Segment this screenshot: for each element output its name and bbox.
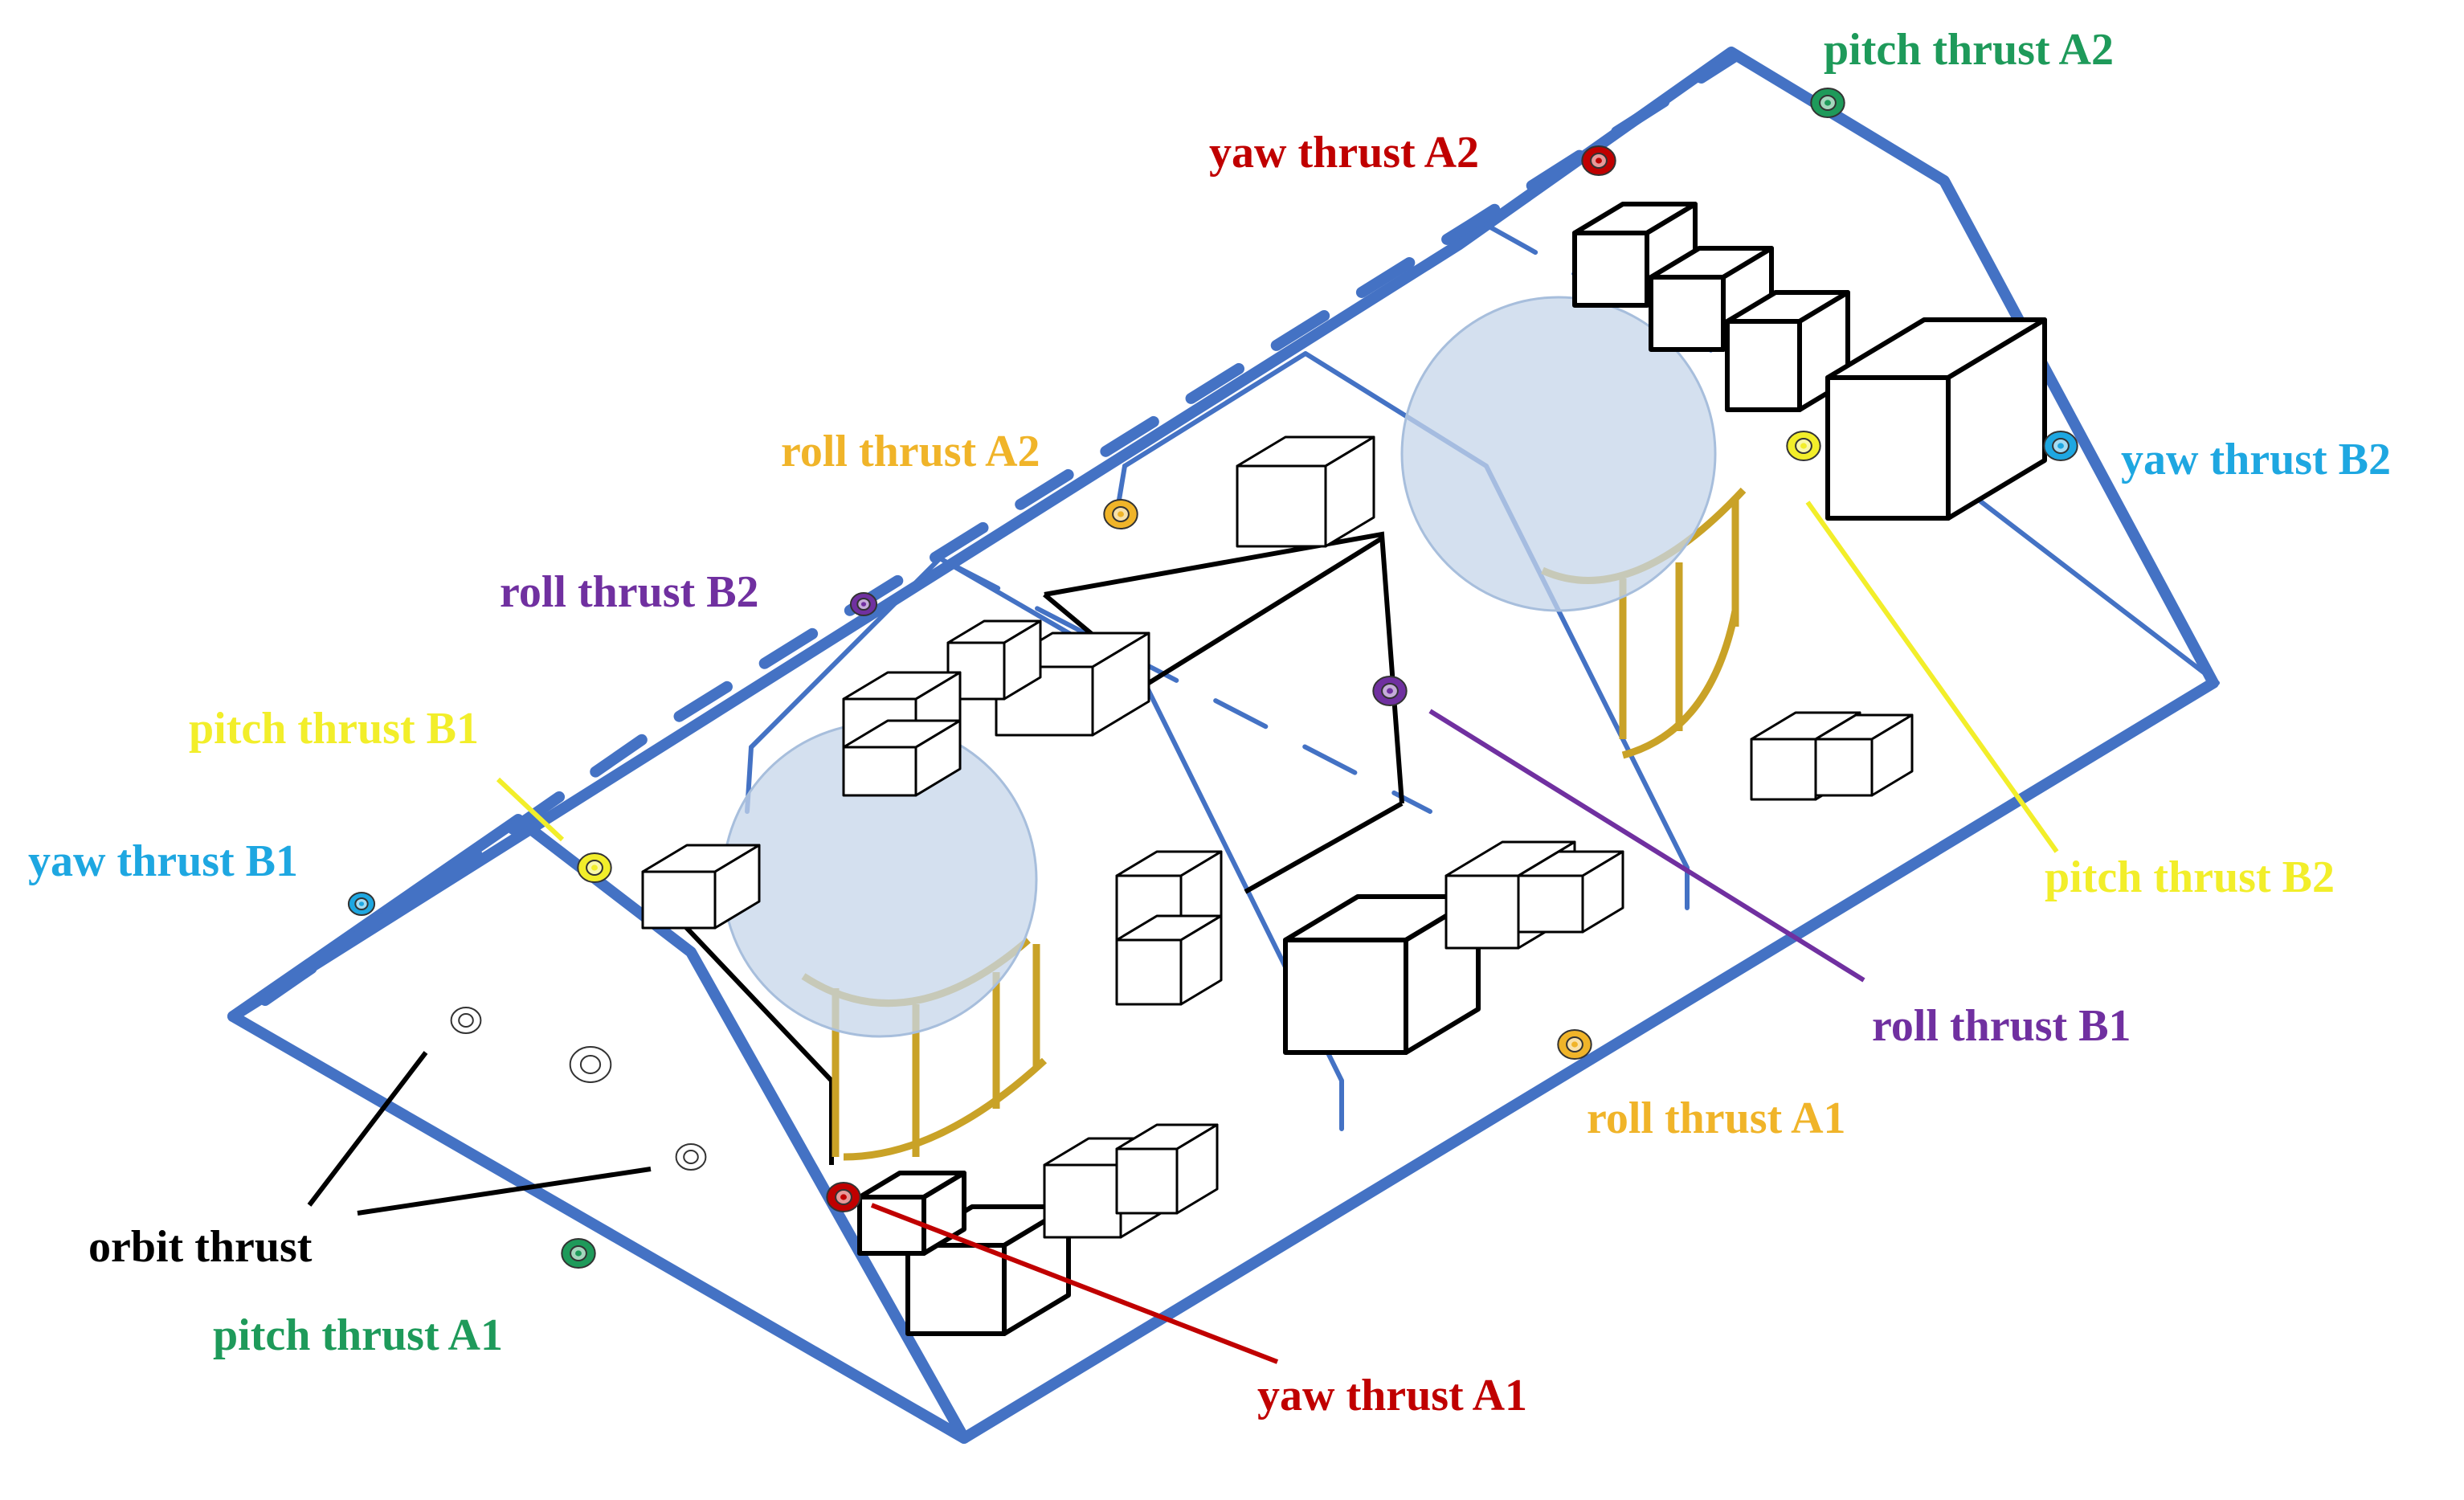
label-roll-thrust-a1: roll thrust A1 <box>1587 1093 1846 1143</box>
label-yaw-thrust-a1: yaw thrust A1 <box>1257 1371 1527 1420</box>
thruster-pitch-a1 <box>561 1238 596 1269</box>
thruster-yaw-b2 <box>2043 431 2078 461</box>
leader-orbit-2 <box>357 1167 652 1216</box>
thruster-pitch-a2 <box>1810 88 1845 118</box>
label-pitch-thrust-a2: pitch thrust A2 <box>1824 25 2114 75</box>
box-bottom-2 <box>857 1171 966 1256</box>
box-stack-4 <box>1115 914 1223 1006</box>
leader-lines <box>307 501 2059 1364</box>
thruster-orbit-center <box>569 1046 612 1083</box>
box-left-1 <box>641 844 761 930</box>
spacecraft-frame <box>227 47 2220 1444</box>
thruster-roll-b2 <box>849 592 878 616</box>
tank-right <box>1400 296 1747 759</box>
thruster-markers <box>347 88 2078 1269</box>
labels: pitch thrust A2 yaw thrust A2 yaw thrust… <box>28 25 2391 1420</box>
label-orbit-thrust: orbit thrust <box>88 1222 313 1272</box>
thruster-yaw-a1 <box>826 1182 861 1212</box>
thruster-orbit-2 <box>675 1143 707 1171</box>
label-roll-thrust-b2: roll thrust B2 <box>500 567 759 617</box>
box-stack-2 <box>842 719 962 797</box>
label-pitch-thrust-a1: pitch thrust A1 <box>213 1310 503 1360</box>
leader-orbit-1 <box>307 1051 428 1207</box>
box-upper-3 <box>1236 435 1375 548</box>
thruster-orbit-1 <box>450 1007 482 1034</box>
leader-yaw-a1 <box>870 1203 1279 1364</box>
thruster-roll-a2 <box>1103 499 1138 529</box>
box-large-right <box>1825 317 2047 521</box>
label-roll-thrust-a2: roll thrust A2 <box>781 427 1040 476</box>
thruster-pitch-b1 <box>577 852 612 883</box>
box-top-2 <box>1649 246 1774 352</box>
leader-roll-b1 <box>1428 709 1865 983</box>
label-pitch-thrust-b1: pitch thrust B1 <box>189 704 479 754</box>
thruster-yaw-b1 <box>347 892 376 916</box>
label-yaw-thrust-b2: yaw thrust B2 <box>2121 435 2391 484</box>
label-yaw-thrust-b1: yaw thrust B1 <box>28 836 298 886</box>
leader-pitch-b2 <box>1805 501 2059 853</box>
label-pitch-thrust-b2: pitch thrust B2 <box>2045 852 2335 902</box>
tank-left <box>721 721 1048 1161</box>
thruster-roll-b1 <box>1372 676 1408 706</box>
box-upper-2 <box>946 619 1042 701</box>
leader-pitch-b1 <box>496 777 565 842</box>
label-yaw-thrust-a2: yaw thrust A2 <box>1209 128 1479 178</box>
thruster-yaw-a2 <box>1581 145 1616 176</box>
box-right-2 <box>1814 713 1914 797</box>
thruster-roll-a1 <box>1557 1029 1592 1060</box>
equipment-boxes <box>641 202 2047 1336</box>
thruster-pitch-b2 <box>1786 431 1821 461</box>
label-roll-thrust-b1: roll thrust B1 <box>1872 1001 2131 1051</box>
box-lower-2 <box>1115 1123 1219 1215</box>
box-mid-2 <box>1517 850 1624 934</box>
